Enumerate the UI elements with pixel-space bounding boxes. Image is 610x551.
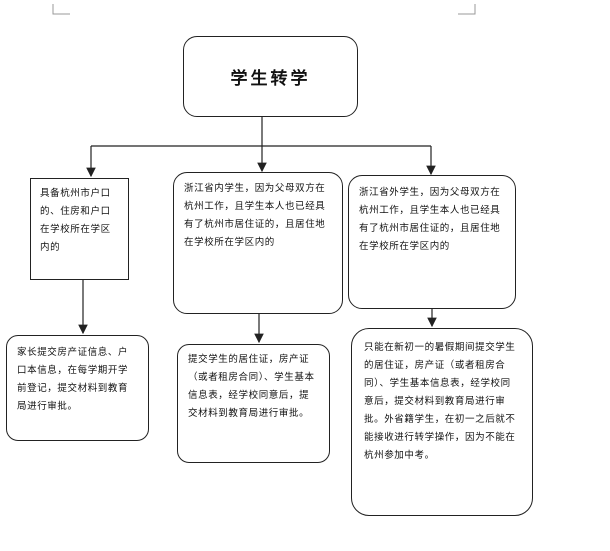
action-text-1: 家长提交房产证信息、户口本信息，在每学期开学前登记，提交材料到教育局进行审批。 [17, 347, 129, 412]
condition-text-3: 浙江省外学生，因为父母双方在杭州工作，且学生本人也已经具有了杭州市居住证的，且居… [359, 187, 501, 252]
condition-box-1: 具备杭州市户口的、住房和户口在学校所在学区内的 [30, 178, 129, 280]
condition-text-1: 具备杭州市户口的、住房和户口在学校所在学区内的 [40, 188, 111, 253]
condition-text-2: 浙江省内学生，因为父母双方在杭州工作，且学生本人也已经具有了杭州市居住证的，且居… [184, 183, 326, 248]
condition-box-3: 浙江省外学生，因为父母双方在杭州工作，且学生本人也已经具有了杭州市居住证的，且居… [348, 175, 516, 309]
page-corner-mark-right [458, 4, 476, 15]
action-text-3: 只能在新初一的暑假期间提交学生的居住证，房产证（或者租房合同）、学生基本信息表，… [364, 342, 516, 461]
title-text: 学生转学 [230, 69, 311, 89]
condition-box-2: 浙江省内学生，因为父母双方在杭州工作，且学生本人也已经具有了杭州市居住证的，且居… [173, 172, 343, 314]
action-box-2: 提交学生的居住证，房产证（或者租房合同）、学生基本信息表，经学校同意后，提交材料… [177, 344, 330, 463]
action-text-2: 提交学生的居住证，房产证（或者租房合同）、学生基本信息表，经学校同意后，提交材料… [188, 354, 315, 419]
title-box: 学生转学 [183, 36, 358, 117]
action-box-3: 只能在新初一的暑假期间提交学生的居住证，房产证（或者租房合同）、学生基本信息表，… [351, 328, 533, 516]
action-box-1: 家长提交房产证信息、户口本信息，在每学期开学前登记，提交材料到教育局进行审批。 [6, 335, 149, 441]
page-corner-mark-left [52, 4, 70, 15]
